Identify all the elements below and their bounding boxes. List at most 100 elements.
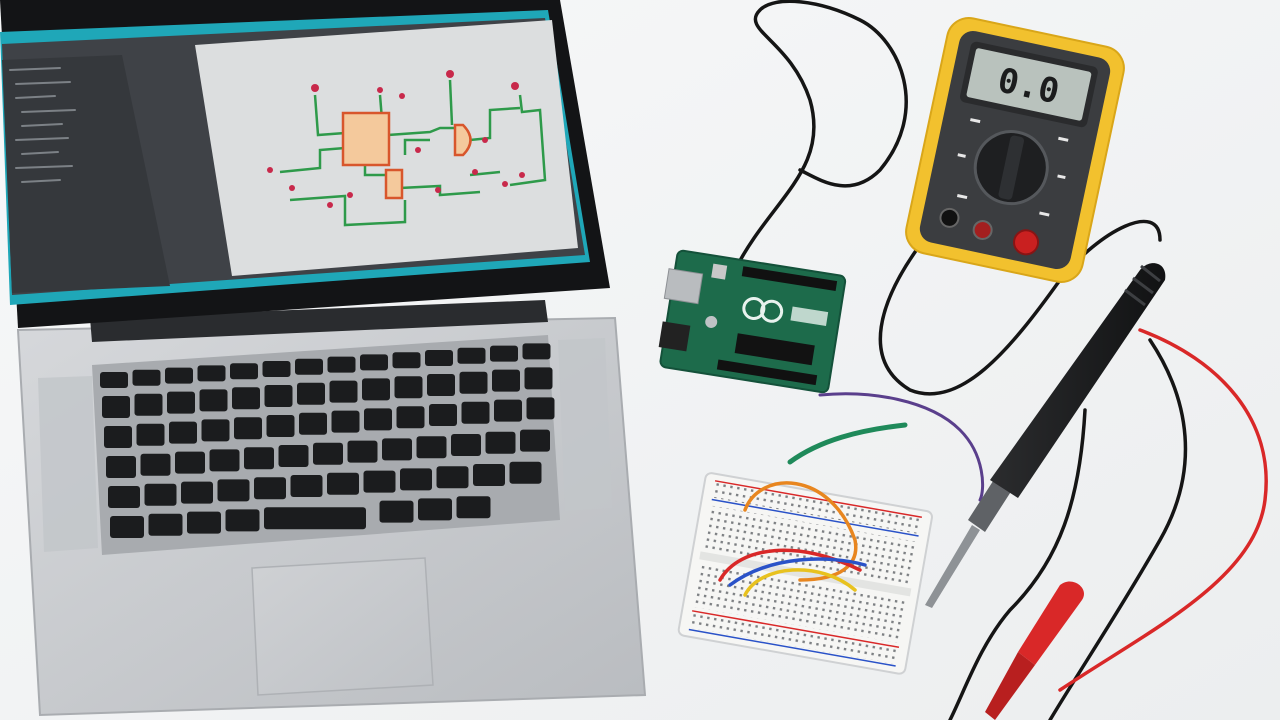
keyboard-key <box>526 397 555 420</box>
com-jack[interactable] <box>939 207 960 228</box>
keyboard-key <box>104 426 132 448</box>
keyboard-key <box>418 498 452 521</box>
keyboard-key <box>492 369 520 392</box>
keyboard-key <box>396 406 425 429</box>
keyboard-key <box>379 500 414 523</box>
keyboard-key <box>485 431 516 454</box>
board-label <box>790 306 829 326</box>
keyboard-key <box>199 389 228 412</box>
dial-markings <box>956 118 1069 217</box>
power-rail-top <box>712 481 922 535</box>
schematic-resistor <box>384 168 404 200</box>
jumper-wires <box>718 422 908 597</box>
keyboard-key <box>327 356 356 373</box>
keyboard-key <box>110 516 144 538</box>
keyboard-key <box>451 434 481 456</box>
keyboard-key <box>167 391 195 414</box>
red-test-lead <box>1058 328 1268 692</box>
keyboard-key <box>217 479 250 502</box>
keyboard-key <box>364 408 392 431</box>
usb-cable <box>733 0 908 272</box>
header-top <box>741 266 838 292</box>
iron-handle <box>990 263 1166 498</box>
keyboard-key <box>329 380 358 403</box>
keyboard-key <box>234 417 262 440</box>
ide-file-tree <box>2 55 170 293</box>
probe-handle <box>1018 581 1084 665</box>
keyboard-key <box>209 449 240 472</box>
keyboard-key <box>175 451 205 474</box>
keyboard-key <box>102 396 130 418</box>
a-jack[interactable] <box>1012 228 1040 256</box>
iron-collar <box>968 478 1012 532</box>
red-probe <box>985 581 1084 720</box>
keyboard-key <box>456 496 491 519</box>
keyboard-key <box>520 429 550 452</box>
keyboard-key <box>392 352 421 369</box>
keyboard-key <box>197 365 226 382</box>
breadboard <box>677 472 933 675</box>
laptop-hinge <box>90 300 548 342</box>
keyboard-key <box>266 415 295 437</box>
keyboard-key <box>457 347 486 364</box>
header-bottom <box>716 359 818 386</box>
soldering-iron <box>925 263 1166 608</box>
iron-tip <box>925 525 980 608</box>
keyboard-key <box>494 399 522 422</box>
dial-pointer <box>998 135 1025 200</box>
keyboard-key <box>201 419 230 442</box>
keyboard-key <box>232 387 260 410</box>
jumper-green <box>787 422 908 465</box>
jumper-blue <box>728 557 867 587</box>
keyboard-key <box>461 401 490 424</box>
keyboard-key <box>363 470 396 493</box>
keyboard-key <box>108 486 140 508</box>
probe-tip <box>985 652 1035 720</box>
speaker-left <box>38 376 98 552</box>
keyboard-key <box>313 442 343 465</box>
arduino-board <box>658 249 847 394</box>
keyboard-key <box>524 367 553 390</box>
trackpad <box>251 557 434 696</box>
keyboard-key <box>132 369 161 386</box>
terminal-strip-bottom <box>692 562 908 644</box>
jumper-orange <box>743 481 858 582</box>
keyboard-key <box>264 385 293 407</box>
meter-black-lead <box>878 219 1162 396</box>
speaker-right <box>558 338 612 511</box>
schematic-parts <box>341 111 472 200</box>
keyboard-key <box>148 513 183 536</box>
keyboard-key <box>262 361 291 377</box>
schematic-ic <box>341 111 391 167</box>
logo-mark-2 <box>760 299 784 323</box>
keyboard-key <box>106 456 136 478</box>
multimeter: 0.0 <box>905 17 1125 283</box>
crystal <box>705 315 718 328</box>
keyboard-keys <box>100 343 555 538</box>
v-jack[interactable] <box>972 219 993 241</box>
keyboard-key <box>187 511 221 534</box>
keyboard-key <box>244 447 274 470</box>
keyboard-key <box>295 358 323 375</box>
keyboard-key <box>299 412 327 435</box>
file-tree-lines <box>9 67 76 183</box>
keyboard-key <box>169 421 197 444</box>
keyboard-key <box>490 345 518 362</box>
power-jack <box>658 321 691 352</box>
reset-button <box>711 263 728 280</box>
keyboard-key <box>425 350 453 366</box>
meter-lcd <box>966 48 1092 121</box>
keyboard-key <box>225 509 260 532</box>
jumper-yellow <box>743 568 857 597</box>
schematic <box>279 79 547 227</box>
keyboard-key <box>331 410 360 433</box>
keyboard-key <box>459 371 488 394</box>
mcu-chip <box>734 333 815 366</box>
iron-cable <box>948 408 1087 720</box>
schematic-gate <box>453 123 472 157</box>
keyboard-key <box>360 354 388 371</box>
keyboard-key <box>100 372 128 388</box>
keyboard-key <box>290 475 323 497</box>
keyboard-key <box>165 367 193 384</box>
